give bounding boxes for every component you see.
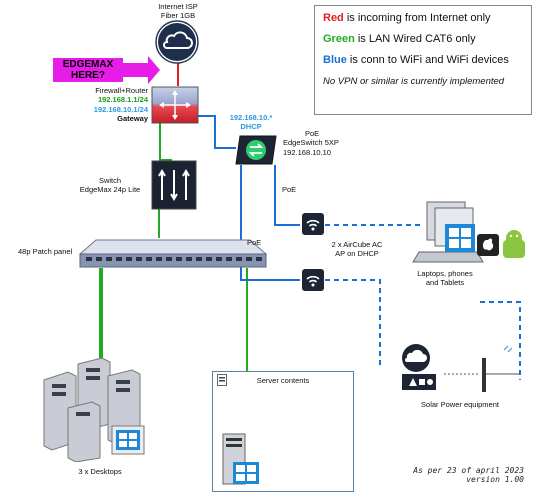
- legend-note: No VPN or similar is currently implement…: [323, 75, 505, 87]
- devices-label-line1: Laptops, phones: [417, 269, 473, 278]
- patch-panel-label: 48p Patch panel: [18, 247, 73, 256]
- cloud-icon: [155, 20, 199, 64]
- poe-label-left: PoE: [247, 238, 262, 247]
- router-icon: [151, 86, 199, 124]
- solar-icon: [402, 344, 520, 392]
- callout-arrow: [123, 56, 160, 84]
- legend-blue-word: Blue: [323, 54, 347, 67]
- internet-label: Internet ISP Fiber 1GB: [148, 2, 208, 21]
- switch24-label-line1: Switch: [98, 176, 122, 185]
- version-footer: As per 23 of april 2023 version 1.00: [380, 466, 524, 484]
- legend-green-text: is LAN Wired CAT6 only: [354, 33, 476, 46]
- legend-green-word: Green: [323, 33, 355, 46]
- poe-label-top: PoE: [282, 185, 297, 194]
- internet-label-line1: Internet ISP: [158, 2, 198, 11]
- legend-green: Green is LAN Wired CAT6 only: [323, 33, 523, 46]
- server-box: Server contents: [212, 371, 354, 492]
- router-edgeswitch-link: [197, 115, 236, 149]
- router-label: Firewall+Router 192.168.1.1/24 192.168.1…: [70, 86, 148, 124]
- edgeswitch-ap2-link: [240, 165, 300, 281]
- desktops-icon: [43, 358, 145, 462]
- edgeswitch-icon: [235, 135, 277, 165]
- server-label: Server contents: [256, 376, 310, 385]
- edgemax-callout-line2: HERE?: [71, 70, 105, 81]
- devices-label: Laptops, phones and Tablets: [410, 269, 480, 288]
- wifi-ap-icon: [302, 269, 324, 291]
- server-small-icon: [217, 374, 227, 386]
- switch24-label: Switch EdgeMax 24p Lite: [60, 176, 160, 195]
- aircube-label-line2: AP on DHCP: [335, 249, 379, 259]
- legend-red-text: is incoming from Internet only: [343, 12, 491, 24]
- dhcp-ip: 192.168.10.*: [229, 113, 273, 122]
- edgemax-callout-line1: EDGEMAX: [62, 59, 114, 70]
- switch-icon: [151, 160, 197, 210]
- legend-blue-text: is conn to WiFi and WiFi devices: [346, 54, 509, 67]
- devices-label-line2: and Tablets: [425, 278, 465, 288]
- aircube-label-line1: 2 x AirCube AC: [331, 240, 383, 249]
- internet-label-line2: Fiber 1GB: [160, 11, 196, 21]
- dhcp-text: DHCP: [240, 122, 262, 132]
- router-gateway-label: Gateway: [117, 114, 148, 124]
- footer-version: version 1.00: [466, 475, 524, 484]
- router-switch-link: [159, 122, 172, 161]
- footer-date: As per 23 of april 2023: [413, 466, 524, 475]
- edgeswitch-name: EdgeSwitch 5XP: [283, 138, 339, 148]
- edgeswitch-poe: PoE: [305, 129, 320, 138]
- aircube-label: 2 x AirCube AC AP on DHCP: [312, 240, 402, 259]
- edgeswitch-ip: 192.168.10.10: [283, 147, 331, 157]
- devices-solar-wifi: [480, 301, 521, 380]
- solar-label: Solar Power equipment: [421, 400, 499, 409]
- legend-red: Red is incoming from Internet only: [323, 12, 523, 25]
- legend: Red is incoming from Internet only Green…: [314, 5, 532, 115]
- edgeswitch-ap1-link: [274, 165, 300, 226]
- router-label-line1: Firewall+Router: [95, 86, 148, 95]
- edgeswitch-label: PoE EdgeSwitch 5XP 192.168.10.10: [283, 129, 339, 157]
- dhcp-label: 192.168.10.* DHCP: [226, 113, 276, 132]
- devices-icon: [412, 201, 525, 263]
- router-ip-blue: 192.168.10.1/24: [93, 104, 148, 114]
- desktops-label: 3 x Desktops: [78, 467, 122, 476]
- switch24-label-line2: EdgeMax 24p Lite: [79, 185, 141, 195]
- edgemax-callout: EDGEMAX HERE?: [53, 58, 123, 82]
- legend-blue: Blue is conn to WiFi and WiFi devices: [323, 54, 523, 67]
- wifi-ap-icon: [302, 213, 324, 235]
- legend-red-word: Red: [323, 12, 344, 24]
- patch-panel-icon: [78, 239, 268, 268]
- ap2-solar-wifi: [325, 279, 381, 365]
- server-icon: [222, 433, 259, 485]
- router-ip-green: 192.168.1.1/24: [97, 95, 148, 105]
